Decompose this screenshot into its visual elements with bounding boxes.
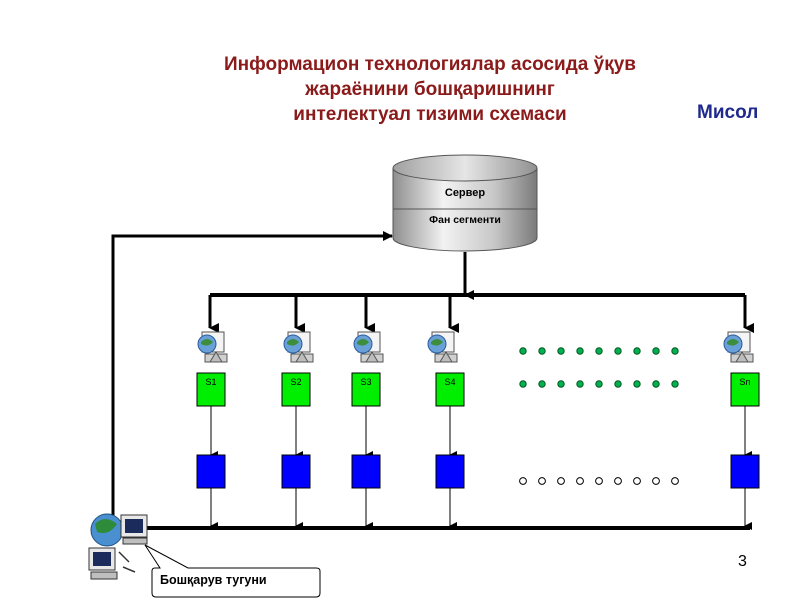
output-box [281, 454, 311, 489]
station-label-s3: S3 [360, 377, 371, 387]
ellipsis-dot [652, 477, 660, 485]
ellipsis-dot [633, 477, 641, 485]
output-box [435, 454, 465, 489]
station-boxes: S1 S2 S3 S4 Sn [196, 372, 760, 407]
ellipsis-dot [595, 347, 603, 355]
control-node-label: Бошқарув тугуни [160, 573, 267, 587]
station-label-sn: Sn [739, 377, 750, 387]
ellipsis-dot [576, 347, 584, 355]
station-label-s4: S4 [444, 377, 455, 387]
workstation-icons [197, 331, 754, 363]
ellipsis-dot [519, 477, 527, 485]
control-node-computer-icon [88, 513, 148, 580]
ellipsis-dot [671, 347, 679, 355]
example-label: Мисол [697, 102, 759, 123]
ellipsis-dot [652, 347, 660, 355]
page-number: 3 [738, 553, 747, 570]
ellipsis-dot [671, 477, 679, 485]
diagram-title: Информацион технологиялар асосида ўқув ж… [150, 52, 710, 127]
server-database-icon: Сервер Фан сегменти [392, 154, 538, 252]
ellipsis-dot [557, 380, 565, 388]
ellipsis-dots-row [519, 477, 679, 485]
ellipsis-dot [538, 347, 546, 355]
ellipsis-dot [671, 380, 679, 388]
computer-icon [283, 331, 314, 363]
ellipsis-dot [519, 347, 527, 355]
station-box-sn [730, 372, 760, 407]
station-box-s2 [281, 372, 311, 407]
computer-icon [197, 331, 228, 363]
ellipsis-dot [576, 380, 584, 388]
ellipsis-dot [633, 347, 641, 355]
ellipsis-dot [633, 380, 641, 388]
output-to-bus-arrows [210, 488, 752, 530]
station-box-s4 [435, 372, 465, 407]
output-box [730, 454, 760, 489]
ellipsis-dot [538, 380, 546, 388]
station-label-s2: S2 [290, 377, 301, 387]
computer-icon [353, 331, 384, 363]
ellipsis-dot [595, 380, 603, 388]
server-label: Сервер [445, 187, 486, 199]
computer-icon [427, 331, 458, 363]
computer-icon [723, 331, 754, 363]
output-boxes [196, 454, 760, 489]
title-line-1: Информацион технологиялар асосида ўқув [224, 54, 636, 75]
ellipsis-dot [576, 477, 584, 485]
station-to-output-arrows [210, 406, 752, 459]
ellipsis-dot [538, 477, 546, 485]
ellipsis-dots-row [519, 347, 679, 355]
ellipsis-dot [557, 477, 565, 485]
ellipsis-dot [595, 477, 603, 485]
feedback-loop-arrow [111, 231, 393, 528]
ellipsis-dot [557, 347, 565, 355]
title-line-2: жараёнини бошқаришнинг [305, 79, 555, 100]
output-box [351, 454, 381, 489]
subject-segment-label: Фан сегменти [429, 214, 501, 226]
title-line-3: интелектуал тизими схемаси [293, 104, 567, 125]
ellipsis-dot [614, 380, 622, 388]
output-box [196, 454, 226, 489]
bus-drop-arrows [208, 295, 754, 333]
control-node-callout: Бошқарув тугуни [144, 544, 321, 598]
station-box-s3 [351, 372, 381, 407]
station-label-s1: S1 [205, 377, 216, 387]
ellipsis-dots-row [519, 380, 679, 388]
ellipsis-dot [652, 380, 660, 388]
ellipsis-dot [519, 380, 527, 388]
ellipsis-dot [614, 347, 622, 355]
ellipsis-dot [614, 477, 622, 485]
